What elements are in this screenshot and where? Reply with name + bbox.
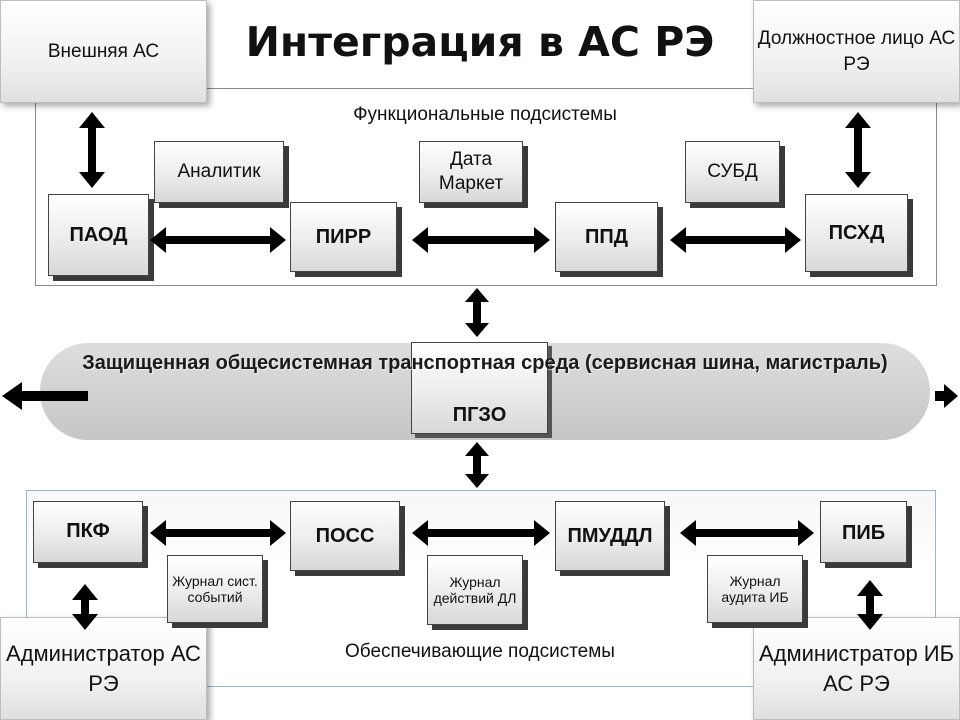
admin-label: Администратор АС РЭ — [6, 640, 201, 696]
external-system-label: Внешняя АС — [47, 40, 160, 62]
admin-security-label: Администратор ИБ АС РЭ — [758, 640, 955, 696]
transport-bus-label: Защищенная общесистемная транспортная ср… — [82, 352, 888, 374]
journal-events-box: Журнал сист. событий — [167, 555, 263, 623]
bus-right-arrow — [935, 384, 958, 408]
datamart-label: Дата Маркет — [438, 149, 504, 194]
pib-box: ПИБ — [820, 501, 907, 563]
journal-events-label: Журнал сист. событий — [172, 573, 258, 605]
functional-bus-arrow — [465, 288, 489, 337]
ppd-label: ППД — [585, 225, 628, 248]
pmuddl-box: ПМУДДЛ — [555, 501, 665, 571]
pkf-label: ПКФ — [66, 520, 110, 542]
pmuddl-pib-arrow — [680, 520, 814, 546]
bus-left-arrow — [2, 382, 88, 410]
poss-pmuddl-arrow — [412, 520, 550, 546]
official-pshd-arrow — [845, 112, 871, 188]
ppd-box: ППД — [555, 202, 658, 272]
pkf-poss-arrow — [150, 520, 286, 546]
pib-admin-security-arrow — [857, 580, 883, 630]
page-title: Интеграция в АС РЭ — [245, 18, 715, 66]
pmuddl-label: ПМУДДЛ — [567, 524, 653, 547]
pirr-box: ПИРР — [290, 202, 397, 272]
analytic-label: Аналитик — [177, 161, 261, 182]
pkf-box: ПКФ — [33, 501, 143, 563]
journal-actions-label: Журнал действий ДЛ — [433, 574, 517, 606]
external-system-box: Внешняя АС — [0, 0, 207, 103]
analytic-box: Аналитик — [154, 141, 284, 203]
ppd-pshd-arrow — [670, 227, 801, 253]
pib-label: ПИБ — [841, 522, 886, 544]
pirr-label: ПИРР — [315, 225, 372, 248]
paod-label: ПАОД — [69, 223, 128, 246]
official-label: Должностное лицо АС РЭ — [757, 27, 956, 75]
pirr-ppd-arrow — [412, 227, 550, 253]
pgzo-label: ПГЗО — [452, 404, 507, 426]
pkf-admin-arrow — [72, 584, 98, 630]
bus-support-arrow — [465, 442, 489, 488]
journal-audit-box: Журнал аудита ИБ — [707, 555, 803, 623]
poss-label: ПОСС — [315, 524, 375, 547]
dbms-box: СУБД — [685, 141, 780, 203]
pgzo-box: ПГЗО — [411, 342, 548, 434]
journal-audit-label: Журнал аудита ИБ — [721, 573, 789, 605]
external-paod-arrow — [79, 112, 105, 188]
paod-box: ПАОД — [48, 194, 149, 276]
pshd-box: ПСХД — [805, 194, 908, 272]
dbms-label: СУБД — [707, 161, 758, 182]
support-subsystems-title: Обеспечивающие подсистемы — [345, 641, 615, 662]
admin-security-box: Администратор ИБ АС РЭ — [753, 617, 960, 720]
journal-actions-box: Журнал действий ДЛ — [427, 555, 523, 625]
paod-pirr-arrow — [150, 227, 286, 253]
admin-box: Администратор АС РЭ — [0, 617, 207, 720]
poss-box: ПОСС — [290, 501, 400, 571]
pshd-label: ПСХД — [828, 221, 885, 244]
functional-subsystems-title: Функциональные подсистемы — [353, 104, 617, 125]
datamart-box: Дата Маркет — [419, 141, 523, 203]
